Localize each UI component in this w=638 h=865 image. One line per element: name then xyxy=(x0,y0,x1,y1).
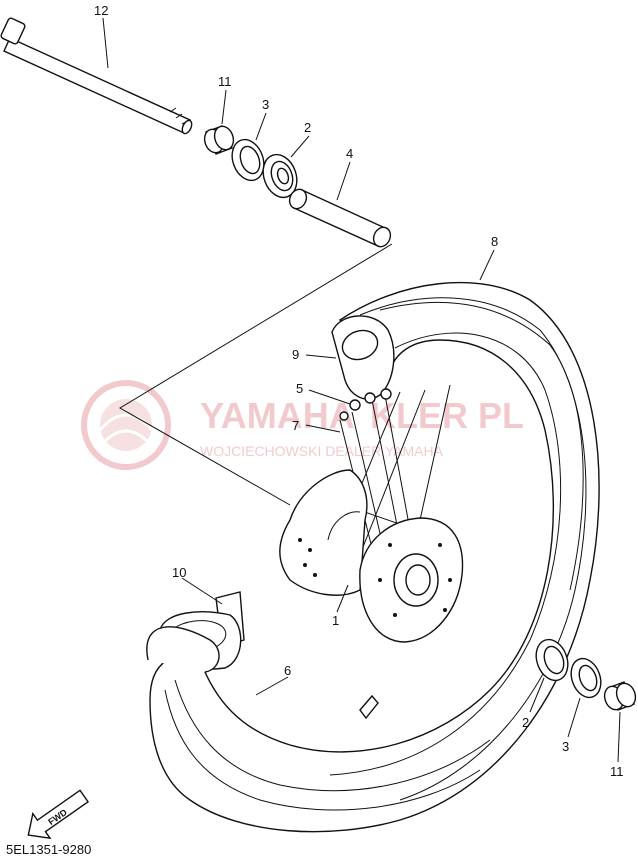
callout-nipple: 5 xyxy=(296,381,303,396)
fwd-arrow-icon: FWD xyxy=(27,789,90,840)
watermark-subtitle: WOJCIECHOWSKI DEALER YAMAHA xyxy=(200,443,444,459)
bearing-bottom xyxy=(535,638,569,682)
callout-spoke: 7 xyxy=(292,418,299,433)
callout-tire: 8 xyxy=(491,234,498,249)
watermark-brand: YAMAHA xyxy=(200,395,355,436)
hub xyxy=(279,469,464,643)
callout-rim-band: 10 xyxy=(172,565,186,580)
callout-spacer: 4 xyxy=(346,146,353,161)
callout-tube: 6 xyxy=(284,663,291,678)
callout-hub: 1 xyxy=(332,613,339,628)
watermark-end: PL xyxy=(478,395,524,436)
watermark: YAMAHA KLER PL WOJCIECHOWSKI DEALER YAMA… xyxy=(81,380,524,470)
callout-labels: 12 11 3 2 4 8 9 5 7 10 1 6 2 3 11 xyxy=(94,3,624,779)
collar-top xyxy=(203,125,235,155)
bearing-top xyxy=(262,153,298,199)
hub-holes xyxy=(298,538,452,617)
collar-bottom xyxy=(603,681,637,711)
callout-oil-seal-top: 3 xyxy=(262,97,269,112)
tube-top xyxy=(331,315,395,400)
callout-axle: 12 xyxy=(94,3,108,18)
callout-collar-top: 11 xyxy=(218,74,232,89)
tube xyxy=(146,626,379,720)
callout-oil-seal-bottom: 3 xyxy=(562,739,569,754)
callout-bearing-bottom: 2 xyxy=(522,715,529,730)
callout-bearing-top: 2 xyxy=(304,120,311,135)
drawing-code: 5EL1351-9280 xyxy=(6,842,92,857)
oil-seal-bottom xyxy=(570,657,602,699)
oil-seal-top xyxy=(231,138,265,182)
spacer xyxy=(288,188,392,248)
assembly-bracket-line xyxy=(119,243,393,506)
axle xyxy=(0,17,193,135)
callout-collar-bottom: 11 xyxy=(610,764,624,779)
leader-lines xyxy=(102,17,621,763)
callout-tube-top: 9 xyxy=(292,347,299,362)
nipples xyxy=(339,388,392,421)
watermark-logo-icon xyxy=(81,380,171,470)
